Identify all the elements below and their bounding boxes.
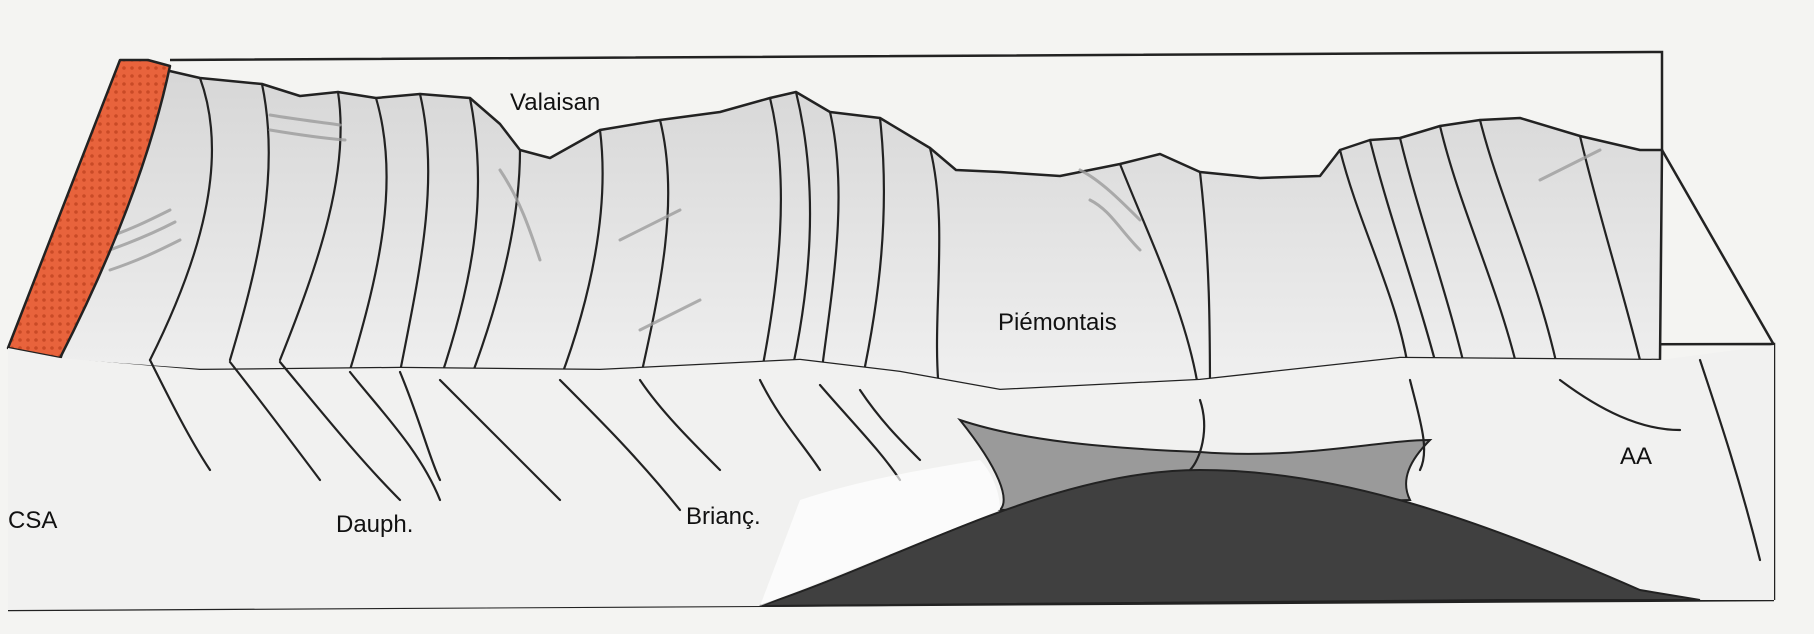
label-valaisan: Valaisan xyxy=(510,89,600,116)
label-dauph: Dauph. xyxy=(336,511,413,538)
label-piemontais: Piémontais xyxy=(998,309,1117,336)
label-aa: AA xyxy=(1620,443,1652,470)
label-csa: CSA xyxy=(8,507,57,534)
label-brianc: Brianç. xyxy=(686,503,761,530)
